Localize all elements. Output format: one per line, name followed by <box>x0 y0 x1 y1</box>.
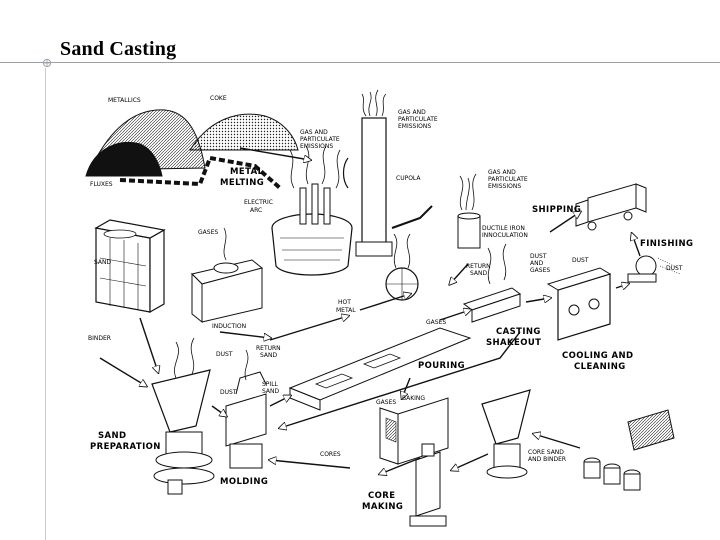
label-coke: COKE <box>210 95 227 102</box>
charge-conveyor <box>119 155 282 190</box>
molding-machine <box>225 349 267 469</box>
label-metallics: METALLICS <box>108 97 141 104</box>
cupola-emissions <box>361 89 387 117</box>
label-gas-emissions-a-3: EMISSIONS <box>398 123 431 130</box>
label-cupola: CUPOLA <box>396 175 421 182</box>
core-making-machine <box>409 443 447 527</box>
mold-line <box>288 327 472 411</box>
label-metal-melting-2: MELTING <box>220 178 264 188</box>
electric-arc-furnace <box>271 183 353 276</box>
label-cooling-2: CLEANING <box>574 362 626 372</box>
sand-casting-diagram: METALLICS COKE FLUXES METAL MELTING GAS … <box>85 89 693 527</box>
label-casting-1: CASTING <box>496 327 541 337</box>
label-return-sand-2: SAND <box>470 270 488 277</box>
label-hot-metal-2: METAL <box>336 307 356 314</box>
cooling-cleaning-unit <box>546 267 612 341</box>
label-core-making-1: CORE <box>368 491 395 501</box>
fluxes-pile <box>85 141 163 177</box>
coke-pile <box>189 113 299 151</box>
label-pouring: POURING <box>418 361 465 371</box>
label-fluxes: FLUXES <box>90 181 113 188</box>
label-cooling-1: COOLING AND <box>562 351 633 361</box>
label-hot-metal-1: HOT <box>338 299 351 306</box>
bullet-marker-icon <box>42 58 52 68</box>
arc-emissions <box>289 145 341 189</box>
title-underline <box>0 62 720 63</box>
label-gas-emissions-b-3: EMISSIONS <box>300 143 333 150</box>
label-gas-emissions-b-2: PARTICULATE <box>300 136 340 143</box>
slide-title: Sand Casting <box>60 38 177 60</box>
label-induction: INDUCTION <box>212 323 246 330</box>
label-dust-mold: DUST <box>220 389 237 396</box>
core-sand-hopper <box>481 389 531 479</box>
label-ductile-2: INNOCULATION <box>482 232 528 239</box>
label-binder: BINDER <box>88 335 111 342</box>
cupola-furnace <box>342 117 433 257</box>
left-margin-rule <box>45 68 46 540</box>
label-core-sand-1: CORE SAND <box>528 449 564 456</box>
label-casting-2: SHAKEOUT <box>486 338 541 348</box>
label-electric-arc-2: ARC <box>250 207 262 214</box>
label-sand-prep-2: PREPARATION <box>90 442 161 452</box>
process-flow-arrows <box>99 147 641 474</box>
label-metal-melting-1: METAL <box>230 167 264 177</box>
label-electric-arc-1: ELECTRIC <box>244 199 273 206</box>
casting-shakeout <box>462 243 522 323</box>
label-sand: SAND <box>94 259 112 266</box>
label-cores: CORES <box>320 451 341 458</box>
label-dust-gases-2: AND <box>530 260 544 267</box>
label-gas-emissions-a-2: PARTICULATE <box>398 116 438 123</box>
label-return-sand2-1: RETURN <box>256 345 281 352</box>
label-gases-pouring: GASES <box>426 319 446 326</box>
label-return-sand2-2: SAND <box>260 352 278 359</box>
shipping-truck <box>575 183 647 231</box>
finishing-grinder <box>627 255 681 283</box>
label-dust-finishing-b: DUST <box>666 265 683 272</box>
label-baking: BAKING <box>402 395 425 402</box>
label-return-sand-1: RETURN <box>466 263 491 270</box>
label-dust-prep: DUST <box>216 351 233 358</box>
core-sand-sacks <box>627 409 675 451</box>
ductile-inoculation-ladle <box>457 173 481 249</box>
sand-preparation-mixer <box>151 337 215 495</box>
label-dust-finishing-a: DUST <box>572 257 589 264</box>
label-gas-emissions-c-2: PARTICULATE <box>488 176 528 183</box>
label-core-making-2: MAKING <box>362 502 403 512</box>
core-baking-oven <box>379 397 449 465</box>
label-sand-prep-1: SAND <box>98 431 126 441</box>
sand-storage-bin <box>94 219 166 314</box>
label-gases-induction: GASES <box>198 229 218 236</box>
label-dust-gases-3: GASES <box>530 267 550 274</box>
label-spill-sand-1: SPILL <box>262 381 279 388</box>
label-gas-emissions-b-1: GAS AND <box>300 129 328 136</box>
label-finishing: FINISHING <box>640 239 693 249</box>
label-gas-emissions-c-3: EMISSIONS <box>488 183 521 190</box>
label-molding: MOLDING <box>220 477 268 487</box>
label-ductile-1: DUCTILE IRON <box>482 225 525 232</box>
label-gas-emissions-a-1: GAS AND <box>398 109 426 116</box>
induction-furnace <box>191 227 264 324</box>
label-gas-emissions-c-1: GAS AND <box>488 169 516 176</box>
label-shipping: SHIPPING <box>532 205 581 215</box>
label-gases-baking: GASES <box>376 399 396 406</box>
label-core-sand-2: AND BINDER <box>528 456 566 463</box>
label-dust-gases-1: DUST <box>530 253 547 260</box>
binder-drums <box>583 457 641 491</box>
label-spill-sand-2: SAND <box>262 388 280 395</box>
